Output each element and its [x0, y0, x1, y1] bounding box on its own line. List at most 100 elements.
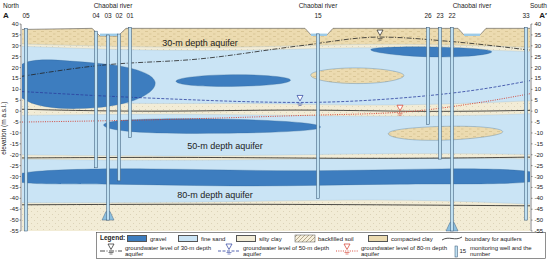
axis-tick [531, 78, 533, 79]
above-ground [22, 24, 530, 36]
axis-tick-label: 40 [535, 21, 542, 27]
axis-tick-label: 35 [12, 32, 19, 38]
aquifer-name: 80-m depth aquifer [177, 191, 253, 200]
axis-tick [531, 34, 533, 35]
well-number: 15 [314, 13, 321, 20]
groundwater-line-sample [336, 251, 358, 252]
axis-line [21, 24, 22, 231]
axis-tick [531, 67, 533, 68]
monitoring-well [95, 31, 98, 168]
axis-tick [20, 34, 22, 35]
axis-tick-label: -20 [535, 152, 544, 158]
legend-text: groundwater level of 30-m depth aquifer [125, 245, 213, 257]
gravel-lens [176, 75, 291, 87]
axis-title: elevation (m a.s.l.) [2, 101, 9, 154]
axis-tick-label: -35 [535, 184, 544, 190]
water-level-marker [345, 253, 350, 255]
axis-tick [20, 231, 22, 232]
axis-tick-label: -55 [535, 228, 544, 234]
well-number: 23 [436, 13, 443, 20]
axis-tick [20, 45, 22, 46]
axis-tick [531, 89, 533, 90]
elevation-axes [20, 24, 533, 231]
axis-tick-label: -55 [10, 228, 19, 234]
axis-tick-label: 0 [15, 108, 18, 114]
axis-line [531, 24, 532, 231]
legend-text: boundary for aquifers [465, 236, 522, 242]
axis-tick [20, 67, 22, 68]
water-level-marker [109, 253, 114, 255]
well-number: 05 [22, 13, 29, 20]
water-level-marker [378, 39, 383, 41]
monitoring-well [427, 27, 430, 124]
axis-tick [531, 122, 533, 123]
axis-tick-label: -40 [535, 195, 544, 201]
axis-tick [20, 56, 22, 57]
monitoring-wells [25, 27, 528, 231]
monitoring-well [129, 27, 132, 137]
axis-tick-label: 10 [535, 86, 542, 92]
well-number: 22 [448, 13, 455, 20]
monitoring-well [451, 27, 454, 231]
axis-tick [20, 220, 22, 221]
axis-tick [531, 45, 533, 46]
axis-tick [531, 24, 533, 25]
compacted-clay-lens [388, 126, 502, 140]
aquifer-boundary [22, 109, 530, 111]
monitoring-well [317, 34, 320, 198]
groundwater-line-sample [218, 251, 240, 252]
axis-tick-label: -5 [535, 119, 540, 125]
gravel-band [22, 169, 530, 186]
water-level-marker [344, 244, 350, 250]
water-level-marker [227, 253, 232, 255]
axis-tick-label: 35 [535, 32, 542, 38]
groundwater-line-sample [100, 251, 122, 252]
legend-swatch [178, 235, 198, 242]
axis-tick [531, 100, 533, 101]
fine-sand-50m [22, 113, 530, 156]
axis-tick-label: -30 [535, 174, 544, 180]
compacted-clay-lens [311, 68, 404, 84]
ground-surface [22, 28, 530, 36]
axis-tick [20, 187, 22, 188]
groundwater-level-30m [22, 37, 530, 76]
monitoring-well [107, 35, 110, 220]
axis-tick-label: 30 [535, 43, 542, 49]
well-number: 04 [92, 13, 99, 20]
aquifer-name: 30-m depth aquifer [162, 39, 238, 48]
axis-tick-label: -30 [10, 174, 19, 180]
section-end-label: A′ [539, 12, 547, 20]
direction-label: North [3, 3, 19, 10]
axis-tick [20, 111, 22, 112]
well-number: 33 [522, 13, 529, 20]
legend-text: fine sand [201, 236, 225, 242]
axis-tick-label: -10 [535, 130, 544, 136]
axis-tick-label: -35 [10, 184, 19, 190]
gravel-lens [371, 47, 492, 57]
axis-tick-label: 15 [12, 75, 19, 81]
axis-tick-label: 5 [15, 97, 18, 103]
legend-samples [97, 233, 546, 259]
axis-tick-label: -20 [10, 152, 19, 158]
gravel-lens [22, 60, 155, 109]
legend-frame [97, 233, 546, 259]
legend-text: groundwater level of 50-m depth aquifer [243, 245, 331, 257]
axis-tick [531, 220, 533, 221]
axis-tick-label: -25 [535, 163, 544, 169]
axis-tick [20, 100, 22, 101]
axis-tick-label: -50 [10, 217, 19, 223]
axis-tick-label: 20 [535, 65, 542, 71]
axis-tick [531, 56, 533, 57]
water-level-marker [226, 244, 232, 250]
axis-tick-label: -10 [10, 130, 19, 136]
axis-tick [20, 143, 22, 144]
axis-tick [20, 165, 22, 166]
axis-tick-label: -25 [10, 163, 19, 169]
axis-tick [531, 111, 533, 112]
axis-tick-label: 40 [12, 21, 19, 27]
aquifer-boundary [22, 204, 530, 206]
water-level-marker [377, 30, 383, 36]
axis-tick-label: 5 [535, 97, 538, 103]
axis-tick [20, 24, 22, 25]
